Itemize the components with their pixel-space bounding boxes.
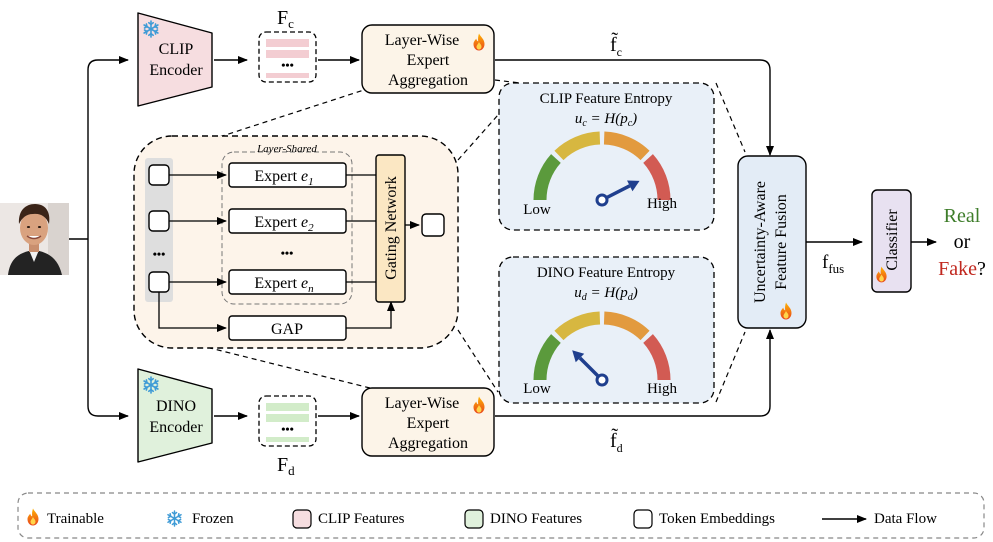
token-dots: ••• bbox=[153, 247, 166, 261]
legend-frozen: Frozen bbox=[192, 511, 234, 527]
expert-1-label: Expert e1 bbox=[254, 168, 313, 188]
clip-entropy-formula: uc = H(pc) bbox=[575, 111, 637, 129]
output-fake-line: Fake? bbox=[938, 258, 986, 280]
token-embedding bbox=[148, 164, 170, 186]
dino-entropy-low: Low bbox=[523, 381, 551, 397]
clip-encoder: CLIP Encoder bbox=[137, 12, 213, 107]
token-embedding bbox=[148, 210, 170, 232]
legend-trainable: Trainable bbox=[47, 511, 104, 527]
aggregation-bottom: Layer-Wise Expert Aggregation bbox=[361, 387, 495, 457]
legend-data-flow: Data Flow bbox=[874, 511, 937, 527]
clip-features-label: Fc bbox=[277, 7, 294, 31]
aggregation-bottom-line-2: Expert bbox=[407, 415, 450, 432]
clip-features-box: ••• Fc bbox=[258, 7, 317, 83]
legend: Trainable Frozen CLIP Features DINO Feat… bbox=[17, 492, 985, 539]
clip-encoder-label-1: CLIP bbox=[159, 41, 194, 58]
classifier-box: Classifier bbox=[871, 189, 912, 293]
dino-encoder: DINO Encoder bbox=[137, 368, 213, 463]
token-embedding bbox=[148, 271, 170, 293]
aggregation-top-line-1: Layer-Wise bbox=[385, 32, 460, 49]
output-real: Real bbox=[944, 205, 981, 227]
dino-encoder-label-1: DINO bbox=[156, 398, 196, 415]
gauge-needle-head bbox=[572, 350, 585, 363]
gauge-segment bbox=[643, 334, 671, 381]
gauge-needle-head bbox=[627, 180, 640, 192]
dino-entropy-formula: ud = H(pd) bbox=[574, 285, 637, 303]
clip-entropy-title: CLIP Feature Entropy bbox=[540, 91, 673, 107]
clip-aggregated-label: f̃c bbox=[610, 31, 622, 59]
gauge-hub bbox=[595, 373, 609, 387]
gauge-segment bbox=[554, 131, 601, 161]
dino-features-label: Fd bbox=[277, 454, 295, 478]
gap-label: GAP bbox=[271, 321, 303, 338]
clip-encoder-label-2: Encoder bbox=[149, 62, 203, 79]
gauge-segment bbox=[643, 154, 671, 201]
dino-entropy-high: High bbox=[647, 381, 678, 397]
main-flow-lines bbox=[69, 56, 937, 420]
expert-dots: ••• bbox=[281, 246, 294, 260]
fusion-label-1: Uncertainty-Aware bbox=[752, 181, 769, 303]
dino-entropy-gauge bbox=[533, 311, 671, 387]
layer-shared-label: Layer-Shared bbox=[256, 143, 317, 155]
token-embeddings bbox=[148, 164, 170, 293]
zoom-connectors bbox=[209, 79, 746, 403]
dino-features-box: ••• Fd bbox=[258, 395, 317, 478]
aggregation-bottom-line-1: Layer-Wise bbox=[385, 395, 460, 412]
gauge-segment bbox=[533, 154, 561, 201]
token-embeddings-swatch bbox=[633, 509, 653, 529]
output-or: or bbox=[954, 231, 971, 253]
dino-encoder-label-2: Encoder bbox=[149, 419, 203, 436]
fusion-label-2: Feature Fusion bbox=[773, 194, 790, 290]
uncertainty-fusion-box: Uncertainty-Aware Feature Fusion bbox=[737, 155, 807, 329]
clip-features-swatch bbox=[292, 509, 312, 529]
dino-entropy-panel: DINO Feature Entropy ud = H(pd) Low High bbox=[498, 256, 715, 404]
clip-entropy-gauge bbox=[533, 131, 671, 207]
aggregation-top-line-3: Aggregation bbox=[388, 72, 468, 89]
gauge-segment bbox=[533, 334, 561, 381]
legend-dino-features: DINO Features bbox=[490, 511, 582, 527]
moe-panel: Layer-Shared ••• Expert e1 Expert e2 •••… bbox=[133, 135, 459, 349]
clip-features-dots: ••• bbox=[281, 58, 294, 72]
expert-2-label: Expert e2 bbox=[254, 214, 314, 234]
legend-token-embeddings: Token Embeddings bbox=[659, 511, 775, 527]
output-labels: Real or Fake? bbox=[938, 205, 986, 280]
legend-clip-features: CLIP Features bbox=[318, 511, 405, 527]
gating-output-token bbox=[421, 213, 445, 237]
dino-aggregated-label: f̃d bbox=[610, 427, 623, 455]
fused-feature-label: ffus bbox=[822, 252, 844, 276]
input-face-image bbox=[0, 203, 69, 275]
aggregation-top-line-2: Expert bbox=[407, 52, 450, 69]
dino-features-swatch bbox=[464, 509, 484, 529]
gauge-segment bbox=[603, 131, 650, 161]
moe-arrows bbox=[158, 171, 420, 332]
gating-network-label: Gating Network bbox=[383, 176, 400, 280]
dino-entropy-title: DINO Feature Entropy bbox=[537, 265, 676, 281]
dino-features-dots: ••• bbox=[281, 422, 294, 436]
aggregation-bottom-line-3: Aggregation bbox=[388, 435, 468, 452]
aggregation-top: Layer-Wise Expert Aggregation bbox=[361, 24, 495, 94]
expert-n-label: Expert en bbox=[254, 275, 314, 295]
clip-entropy-high: High bbox=[647, 196, 678, 212]
classifier-label: Classifier bbox=[884, 209, 901, 271]
gauge-hub bbox=[595, 193, 609, 207]
clip-entropy-panel: CLIP Feature Entropy uc = H(pc) Low High bbox=[498, 82, 715, 231]
gauge-segment bbox=[554, 311, 601, 341]
gauge-segment bbox=[603, 311, 650, 341]
clip-entropy-low: Low bbox=[523, 202, 551, 218]
